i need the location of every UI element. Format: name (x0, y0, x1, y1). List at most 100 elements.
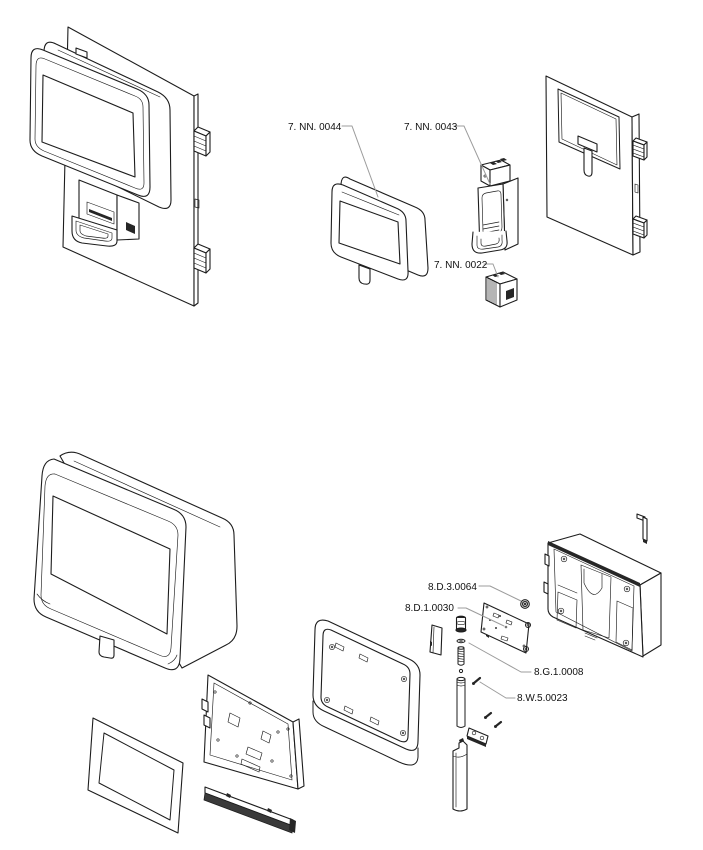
display-screen (50, 495, 171, 635)
rear-housing (543, 533, 662, 658)
tray-face (203, 674, 299, 790)
housing-interior (556, 555, 634, 651)
lcd-mounting-tray (201, 674, 305, 790)
plate-notch (194, 198, 200, 209)
glass-outer (87, 717, 184, 834)
front-housing-frame (312, 619, 421, 766)
frame-screw-bosses (324, 644, 407, 736)
bobbin-spacer (455, 615, 467, 633)
assembled-terminal (29, 26, 211, 307)
back-shell-seam (73, 460, 221, 528)
customer-display-assembly (33, 451, 238, 671)
callout-label-8w50023: 8.W.5.0023 (517, 693, 568, 704)
connector-box (485, 271, 518, 308)
module-bezel-line (341, 191, 400, 216)
housing-inner-rim (553, 548, 635, 652)
grommet (520, 599, 530, 609)
front-glass-bezel (87, 717, 184, 834)
panel-latch-hook (577, 135, 598, 177)
frame-opening (320, 628, 411, 743)
washer (456, 638, 466, 644)
chin-seam-left (36, 593, 51, 605)
module-stem (358, 264, 371, 285)
rear-panel (545, 75, 648, 256)
power-button (126, 222, 135, 234)
leader-line-7nn0022 (483, 263, 499, 278)
box-side-port (506, 288, 514, 300)
small-washer (458, 668, 464, 674)
back-shell-tab (75, 47, 88, 59)
callout-label-8d10030: 8.D.1.0030 (405, 603, 454, 614)
threaded-rod (457, 646, 465, 666)
display-screen (41, 74, 136, 178)
support-tube (452, 738, 468, 812)
reader-chute-lip (471, 230, 508, 254)
side-cover (429, 624, 443, 656)
glass-window (98, 732, 175, 821)
tray-flange (292, 718, 305, 790)
printer-unit (71, 179, 140, 247)
leader-line-8d30064 (478, 585, 522, 602)
strip-end-cap (289, 818, 296, 833)
frame-latch-tabs (334, 642, 380, 726)
strip-hooks (226, 793, 272, 813)
callout-label-7nn0022: 7. NN. 0022 (434, 260, 488, 271)
spacer-shaft (456, 676, 466, 728)
tray-cutouts (227, 712, 272, 773)
frame-depth (312, 700, 419, 766)
callout-label-8d30064: 8.D.3.0064 (428, 582, 477, 593)
leader-line-7nn0044 (341, 125, 379, 198)
housing-right-face (639, 572, 662, 657)
screw-callout-target (472, 676, 482, 685)
bracket-plate (466, 727, 489, 747)
box-connector-pins (492, 272, 505, 277)
panel-opening-outer (557, 88, 621, 170)
callout-label-7nn0043: 7. NN. 0043 (404, 122, 458, 133)
panel-clip-top (632, 137, 648, 161)
callout-label-8g10008: 8.G.1.0008 (534, 667, 584, 678)
back-shell-seam (57, 49, 161, 98)
tray-inner-line (209, 682, 293, 781)
ticket-slot-panel (86, 201, 115, 225)
housing-top-strip (548, 541, 640, 587)
leader-line-8g10008 (468, 642, 532, 673)
pcb-board (480, 602, 530, 654)
panel-opening-inner (560, 92, 618, 166)
locking-pin (636, 513, 648, 544)
leader-line-8d10030 (457, 607, 505, 627)
strip-top-face (204, 786, 294, 827)
fastener-set (452, 615, 503, 812)
leader-line-8w50023 (479, 681, 516, 699)
tray-screw-holes (213, 690, 293, 778)
ticket-slot (89, 209, 112, 221)
callout-label-7nn0044: 7. NN. 0044 (288, 122, 342, 133)
tray-hinge-tabs (201, 698, 211, 729)
housing-left-tabs (543, 553, 550, 595)
screw-small-2 (494, 720, 503, 728)
reader-connector-block (480, 158, 511, 187)
housing-front-rim (547, 542, 644, 658)
channel-tongue (583, 568, 603, 595)
box-ribs (487, 277, 497, 306)
bottom-exploded-view (33, 451, 662, 834)
reader-module (471, 158, 519, 254)
display-module (330, 176, 429, 285)
leader-line-7nn0043 (453, 125, 491, 185)
panel-notch (634, 183, 639, 194)
display-bezel-line (34, 57, 145, 190)
display-stem (98, 635, 115, 659)
connector-pins (490, 158, 507, 165)
display-bezel-line (40, 473, 179, 657)
callout-target-dot (504, 625, 508, 629)
chin-seam-right (167, 654, 178, 665)
mounting-clip-top (193, 126, 211, 157)
mounting-clip-bottom (193, 243, 211, 274)
module-screen (338, 200, 401, 265)
strip-front-face (203, 792, 294, 834)
pcb-components (492, 612, 513, 642)
callouts: 7. NN. 0044 7. NN. 0043 7. NN. 0022 8.D.… (288, 122, 584, 704)
controller-pcb (480, 602, 531, 654)
screw-small-1 (484, 711, 493, 719)
